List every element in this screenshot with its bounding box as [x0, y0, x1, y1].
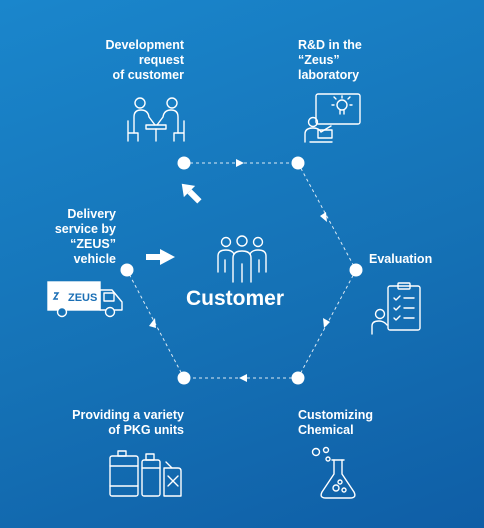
- truck-logo-text: ZEUS: [68, 292, 97, 304]
- direction-arrowheads: [149, 159, 330, 382]
- meeting-icon: [127, 97, 185, 142]
- node-6: [120, 263, 134, 277]
- center-label-customer: Customer: [186, 287, 285, 310]
- node-4: [291, 371, 305, 385]
- step-label-rnd-laboratory: R&D in the “Zeus” laboratory: [298, 38, 362, 82]
- step-label-development-request: Development request of customer: [105, 38, 185, 82]
- people-group-icon: [217, 235, 267, 283]
- step-label-delivery-service: Delivery service by “ZEUS” vehicle: [54, 207, 116, 266]
- cycle-nodes: [120, 156, 363, 385]
- arrow-right-icon: [146, 249, 175, 265]
- containers-icon: [109, 450, 182, 497]
- flask-icon: [311, 446, 356, 499]
- arrowhead-right-icon: [236, 159, 244, 167]
- node-2: [291, 156, 305, 170]
- connector-2-3: [297, 162, 357, 271]
- arrowhead-down-left-icon: [323, 318, 330, 328]
- truck-icon: ZEUS: [47, 281, 123, 318]
- research-idea-icon: [304, 93, 361, 143]
- node-3: [349, 263, 363, 277]
- node-1: [177, 156, 191, 170]
- arrowhead-down-right-icon: [320, 212, 327, 222]
- arrow-up-left-icon: [181, 183, 202, 204]
- arrowhead-left-icon: [239, 374, 247, 382]
- step-label-customizing-chemical: Customizing Chemical: [298, 408, 373, 437]
- node-5: [177, 371, 191, 385]
- step-label-evaluation: Evaluation: [369, 252, 433, 266]
- arrowhead-up-left-icon: [149, 318, 156, 328]
- checklist-icon: [371, 282, 421, 335]
- step-label-pkg-units: Providing a variety of PKG units: [72, 408, 184, 437]
